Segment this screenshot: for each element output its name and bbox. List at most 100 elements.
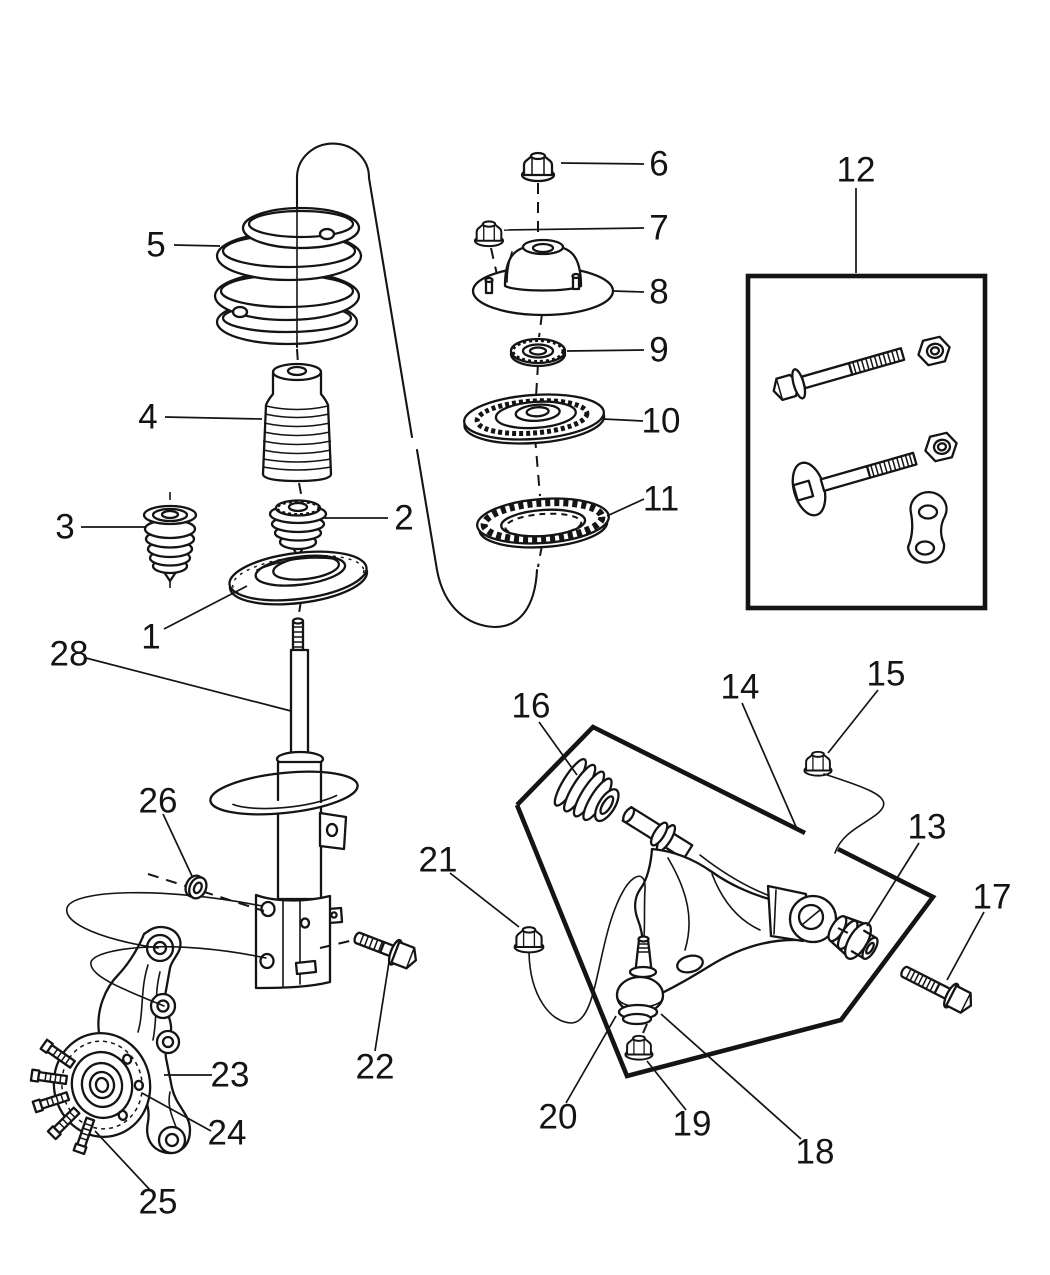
- assembly-loop-line: [295, 142, 539, 629]
- dust-boot: [261, 362, 333, 483]
- arm-body: [634, 847, 800, 999]
- arm-pivot-stem: [621, 805, 694, 860]
- stud-nut: [513, 926, 545, 954]
- stud-nut-guide-curve: [528, 875, 646, 1024]
- leader-line-16: [538, 721, 578, 776]
- control-arm-frame: [514, 724, 937, 1079]
- kit-link-plate: [906, 491, 948, 564]
- pivot-nut: [803, 750, 833, 777]
- spring-wire-end-top: [318, 227, 336, 241]
- callout-28: 28: [50, 635, 89, 674]
- kit-nut-upper: [914, 334, 954, 368]
- leader-line-10: [602, 418, 644, 422]
- knuckle-bolt: [353, 931, 418, 970]
- callout-17: 17: [973, 878, 1012, 917]
- ball-joint: [615, 935, 665, 1026]
- kit-bolt-lower: [791, 451, 918, 517]
- pivot-nut-guide-curve: [823, 773, 885, 854]
- callout-6: 6: [649, 145, 668, 184]
- axis-dashes-front: [642, 927, 851, 1034]
- spring-isolator: [475, 497, 611, 549]
- strut-mount: [471, 238, 615, 317]
- kit-bolt-upper: [772, 347, 906, 402]
- ball-stud-nut: [624, 1034, 654, 1061]
- jounce-bumper-left: [142, 504, 198, 583]
- callout-15: 15: [867, 655, 906, 694]
- assembly-curve-upper: [66, 891, 263, 949]
- callout-24: 24: [208, 1114, 247, 1153]
- strut: [209, 617, 359, 990]
- assembly-curve-lower: [90, 945, 267, 1007]
- callout-8: 8: [649, 273, 668, 312]
- callout-21: 21: [419, 841, 458, 880]
- leader-line-22: [374, 961, 390, 1052]
- callout-16: 16: [512, 687, 551, 726]
- leader-line-28: [85, 657, 292, 712]
- leader-line-11: [606, 498, 645, 517]
- rear-bushing-bolt: [900, 965, 973, 1014]
- callout-3: 3: [55, 508, 74, 547]
- leader-line-9: [566, 349, 645, 352]
- callout-18: 18: [796, 1133, 835, 1172]
- callout-25: 25: [139, 1183, 178, 1222]
- lower-control-arm: [621, 805, 838, 999]
- leader-line-24: [141, 1092, 212, 1132]
- callout-12: 12: [837, 151, 876, 190]
- strut-shaft-nut: [520, 151, 556, 183]
- front-bushing: [553, 757, 620, 823]
- mount-stud-nut: [473, 220, 505, 248]
- spring-wire-end-bottom: [231, 305, 249, 319]
- washer: [184, 874, 208, 900]
- strut-rod: [289, 648, 310, 762]
- steering-knuckle: [97, 925, 192, 1155]
- leader-line-7: [503, 227, 645, 231]
- callout-11: 11: [643, 480, 679, 519]
- leader-line-14: [741, 702, 798, 830]
- callout-4: 4: [138, 398, 157, 437]
- upper-spring-seat: [463, 393, 606, 445]
- leader-line-13: [866, 842, 920, 927]
- callout-10: 10: [642, 402, 681, 441]
- leader-line-26: [162, 813, 193, 877]
- callout-1: 1: [141, 618, 160, 657]
- leader-line-15: [827, 689, 879, 754]
- coil-spring: [213, 181, 363, 346]
- strut-tab: [318, 811, 348, 851]
- leader-line-6: [560, 162, 645, 165]
- callout-20: 20: [539, 1098, 578, 1137]
- callout-26: 26: [139, 782, 178, 821]
- tube-over-perch: [276, 772, 323, 804]
- hardware-kit: [745, 273, 988, 611]
- callout-5: 5: [146, 226, 165, 265]
- callout-19: 19: [673, 1105, 712, 1144]
- leader-line-25: [94, 1130, 152, 1192]
- leader-line-19: [646, 1060, 687, 1111]
- leader-line-1: [163, 585, 248, 630]
- callout-23: 23: [211, 1056, 250, 1095]
- leader-line-20: [565, 1015, 617, 1104]
- callout-9: 9: [649, 331, 668, 370]
- leader-line-21: [449, 872, 520, 928]
- callout-7: 7: [649, 209, 668, 248]
- strut-rod-threads: [291, 617, 305, 652]
- callout-13: 13: [908, 808, 947, 847]
- leader-line-8: [612, 290, 645, 293]
- callout-2: 2: [394, 499, 413, 538]
- mount-bearing: [509, 337, 567, 368]
- spring-perch: [209, 770, 359, 816]
- kit-nut-lower: [921, 430, 961, 464]
- leader-line-17: [946, 911, 985, 981]
- jounce-bumper-right: [268, 499, 328, 558]
- arm-rear-eye: [788, 894, 838, 944]
- bolt-axis-dashes: [147, 873, 355, 949]
- lower-spring-seat: [228, 550, 369, 606]
- callout-14: 14: [721, 668, 760, 707]
- kit-box: [745, 273, 988, 611]
- leader-line-5: [173, 244, 221, 247]
- leader-line-4: [164, 416, 263, 420]
- leader-line-18: [660, 1013, 802, 1140]
- callout-22: 22: [356, 1048, 395, 1087]
